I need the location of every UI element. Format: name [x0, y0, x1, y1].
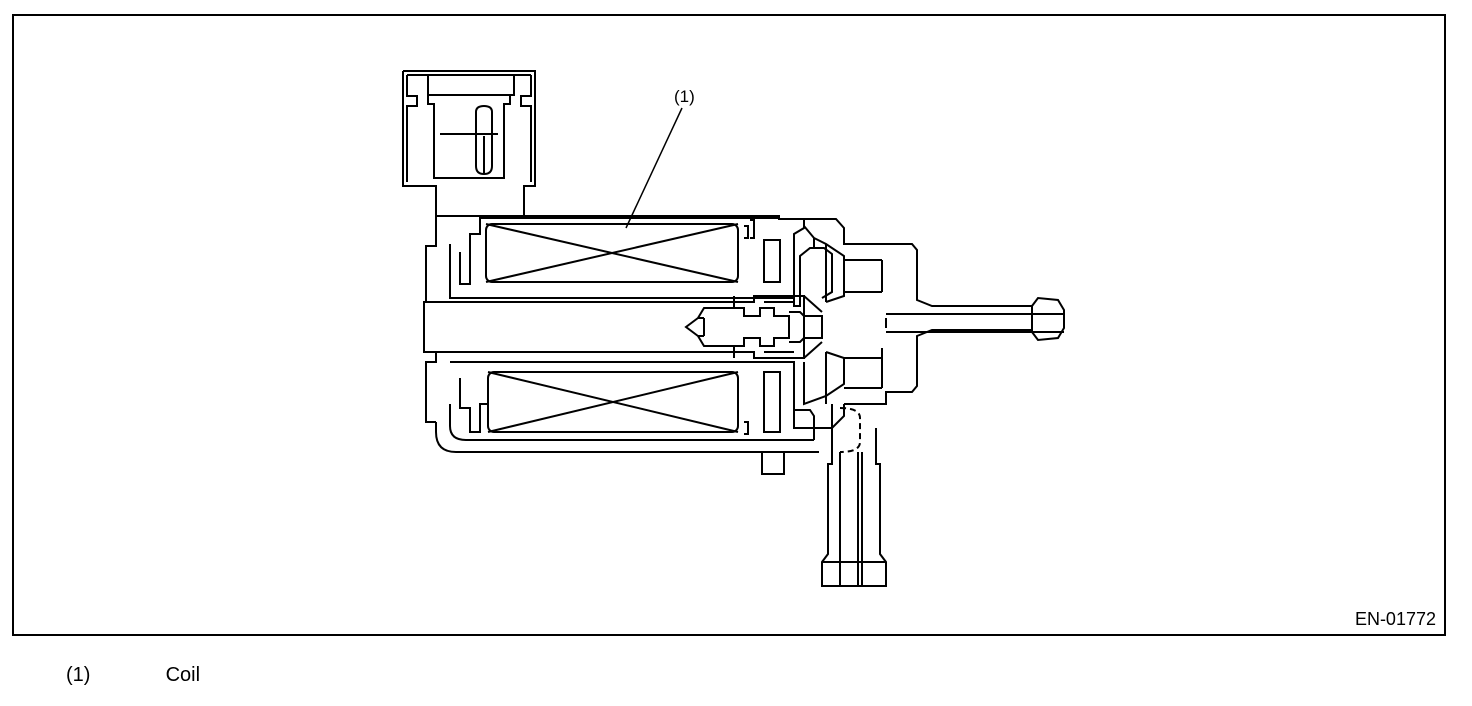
legend-item: (1) Coil — [66, 664, 200, 687]
figure-frame: (1) EN-01772 — [12, 14, 1446, 636]
outlet-nozzle — [881, 260, 1065, 388]
callout-1: (1) — [625, 87, 695, 229]
figure-id: EN-01772 — [1354, 609, 1436, 629]
lower-coil — [450, 361, 815, 440]
upper-coil — [449, 217, 805, 299]
callout-1-leader — [625, 107, 683, 229]
connector — [402, 70, 536, 217]
legend: (1) Coil — [66, 664, 200, 687]
callout-1-label: (1) — [674, 87, 695, 106]
plunger-assembly — [436, 295, 823, 359]
legend-item-number: (1) — [66, 664, 91, 686]
valve-seat — [793, 225, 882, 453]
valve-housing — [423, 215, 1032, 587]
legend-item-text: Coil — [165, 664, 201, 686]
solenoid-valve-cross-section: (1) — [402, 70, 1065, 587]
